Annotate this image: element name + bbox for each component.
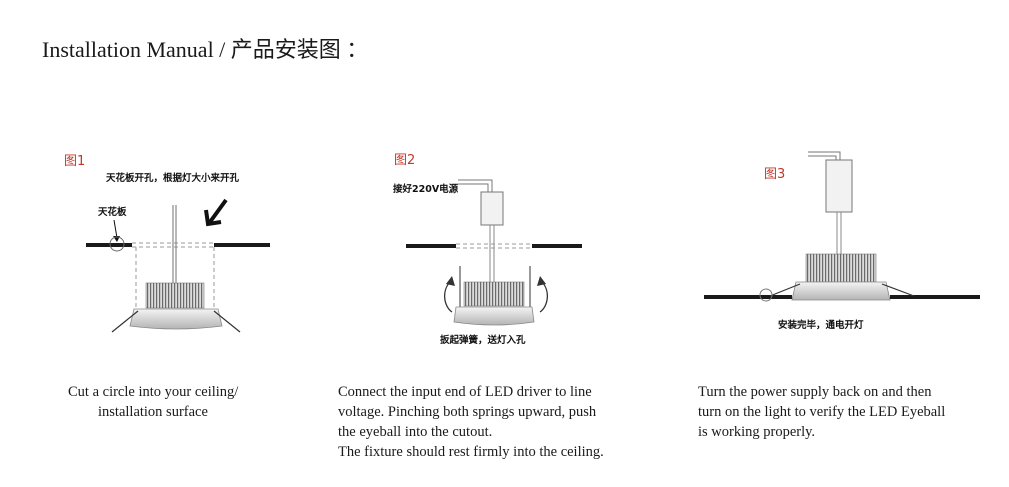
led-driver <box>825 159 853 213</box>
figure-2-note-bottom: 扳起弹簧，送灯入孔 <box>440 334 526 346</box>
caption-line: voltage. Pinching both springs upward, p… <box>338 404 597 420</box>
figure-1-label: 图1 <box>64 154 85 169</box>
figure-3-diagram: 图3 安装完毕，通电开灯 <box>704 151 980 331</box>
figure-1-note-top: 天花板开孔，根据灯大小来开孔 <box>106 172 240 184</box>
heatsink-fins <box>805 253 877 283</box>
heatsink-fins <box>145 282 205 309</box>
rotate-right-icon <box>539 281 549 313</box>
figure-2-note-top: 接好220V电源 <box>393 183 459 195</box>
caption-line: installation surface <box>98 404 208 420</box>
led-driver <box>480 191 504 226</box>
downlight-body <box>129 308 223 330</box>
caption-line: Turn the power supply back on and then <box>698 384 932 400</box>
figure-3-label: 图3 <box>764 167 785 182</box>
ceiling-right <box>890 295 980 299</box>
figure-1-note-ceiling: 天花板 <box>98 206 127 218</box>
caption-line: The fixture should rest firmly into the … <box>338 444 604 460</box>
caption-line: Cut a circle into your ceiling/ <box>68 384 239 400</box>
ceiling-left <box>86 243 132 247</box>
figure-2-label: 图2 <box>394 153 415 168</box>
rotate-left-icon <box>443 281 453 313</box>
caption-line: is working properly. <box>698 424 816 440</box>
page-title: Installation Manual / 产品安装图 ： <box>42 37 369 62</box>
caption-line: the eyeball into the cutout. <box>338 424 493 440</box>
ceiling-right <box>214 243 270 247</box>
figure-3-caption: Turn the power supply back on and then t… <box>698 382 945 442</box>
ceiling-left <box>704 295 792 299</box>
downlight-body <box>453 306 535 326</box>
caption-line: turn on the light to verify the LED Eyeb… <box>698 404 946 420</box>
figure-3-note-bottom: 安装完毕，通电开灯 <box>778 319 864 331</box>
ceiling-left <box>406 244 456 248</box>
arrow-icon <box>204 198 228 227</box>
figure-2-diagram: 图2 接好220V电源 扳起弹簧，送灯入孔 <box>393 153 582 346</box>
figure-1-diagram: 图1 天花板开孔，根据灯大小来开孔 天花板 <box>64 154 270 333</box>
figure-1-caption: Cut a circle into your ceiling/ installa… <box>68 382 238 422</box>
caption-line: Connect the input end of LED driver to l… <box>338 384 592 400</box>
figure-2-caption: Connect the input end of LED driver to l… <box>338 382 604 462</box>
heatsink-fins <box>463 281 525 307</box>
downlight-body <box>791 281 891 301</box>
ceiling-right <box>532 244 582 248</box>
